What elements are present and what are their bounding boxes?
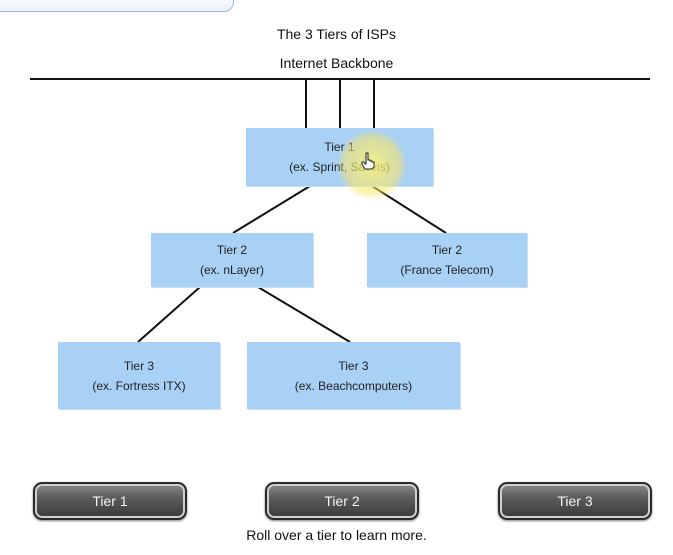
tier2-left-label: Tier 2 — [216, 243, 248, 257]
backbone-label: Internet Backbone — [279, 55, 394, 71]
link-tier2-tier3-right — [257, 286, 351, 343]
tier2-right-label: Tier 2 — [431, 243, 463, 257]
tier3-right-example: (ex. Beachcomputers) — [294, 378, 413, 393]
diagram-title: The 3 Tiers of ISPs — [276, 26, 397, 42]
tier3-right-node[interactable]: Tier 3 (ex. Beachcomputers) — [247, 342, 460, 409]
tier3-left-node[interactable]: Tier 3 (ex. Fortress ITX) — [58, 342, 220, 409]
link-tier2-tier3-left — [137, 286, 201, 343]
link-tier1-tier2-left — [232, 185, 311, 234]
tier3-left-example: (ex. Fortress ITX) — [92, 378, 186, 393]
tier2-right-example: (France Telecom) — [400, 263, 494, 277]
tier2-right-node[interactable]: Tier 2 (France Telecom) — [367, 233, 527, 287]
tier1-node[interactable]: Tier 1 (ex. Sprint, Savvis) — [246, 128, 433, 186]
tier3-right-label: Tier 3 — [338, 358, 369, 373]
tier2-left-example: (ex. nLayer) — [199, 263, 265, 277]
tier1-button[interactable]: Tier 1 — [33, 482, 187, 520]
tier1-example: (ex. Sprint, Savvis) — [289, 160, 390, 174]
tier2-button[interactable]: Tier 2 — [265, 482, 419, 520]
tier3-button[interactable]: Tier 3 — [498, 482, 652, 520]
tier1-label: Tier 1 — [324, 140, 355, 154]
link-tier1-tier2-right — [371, 185, 447, 234]
tier2-left-node[interactable]: Tier 2 (ex. nLayer) — [151, 233, 313, 287]
tier3-left-label: Tier 3 — [123, 358, 155, 373]
rollover-hint: Roll over a tier to learn more. — [246, 527, 427, 543]
